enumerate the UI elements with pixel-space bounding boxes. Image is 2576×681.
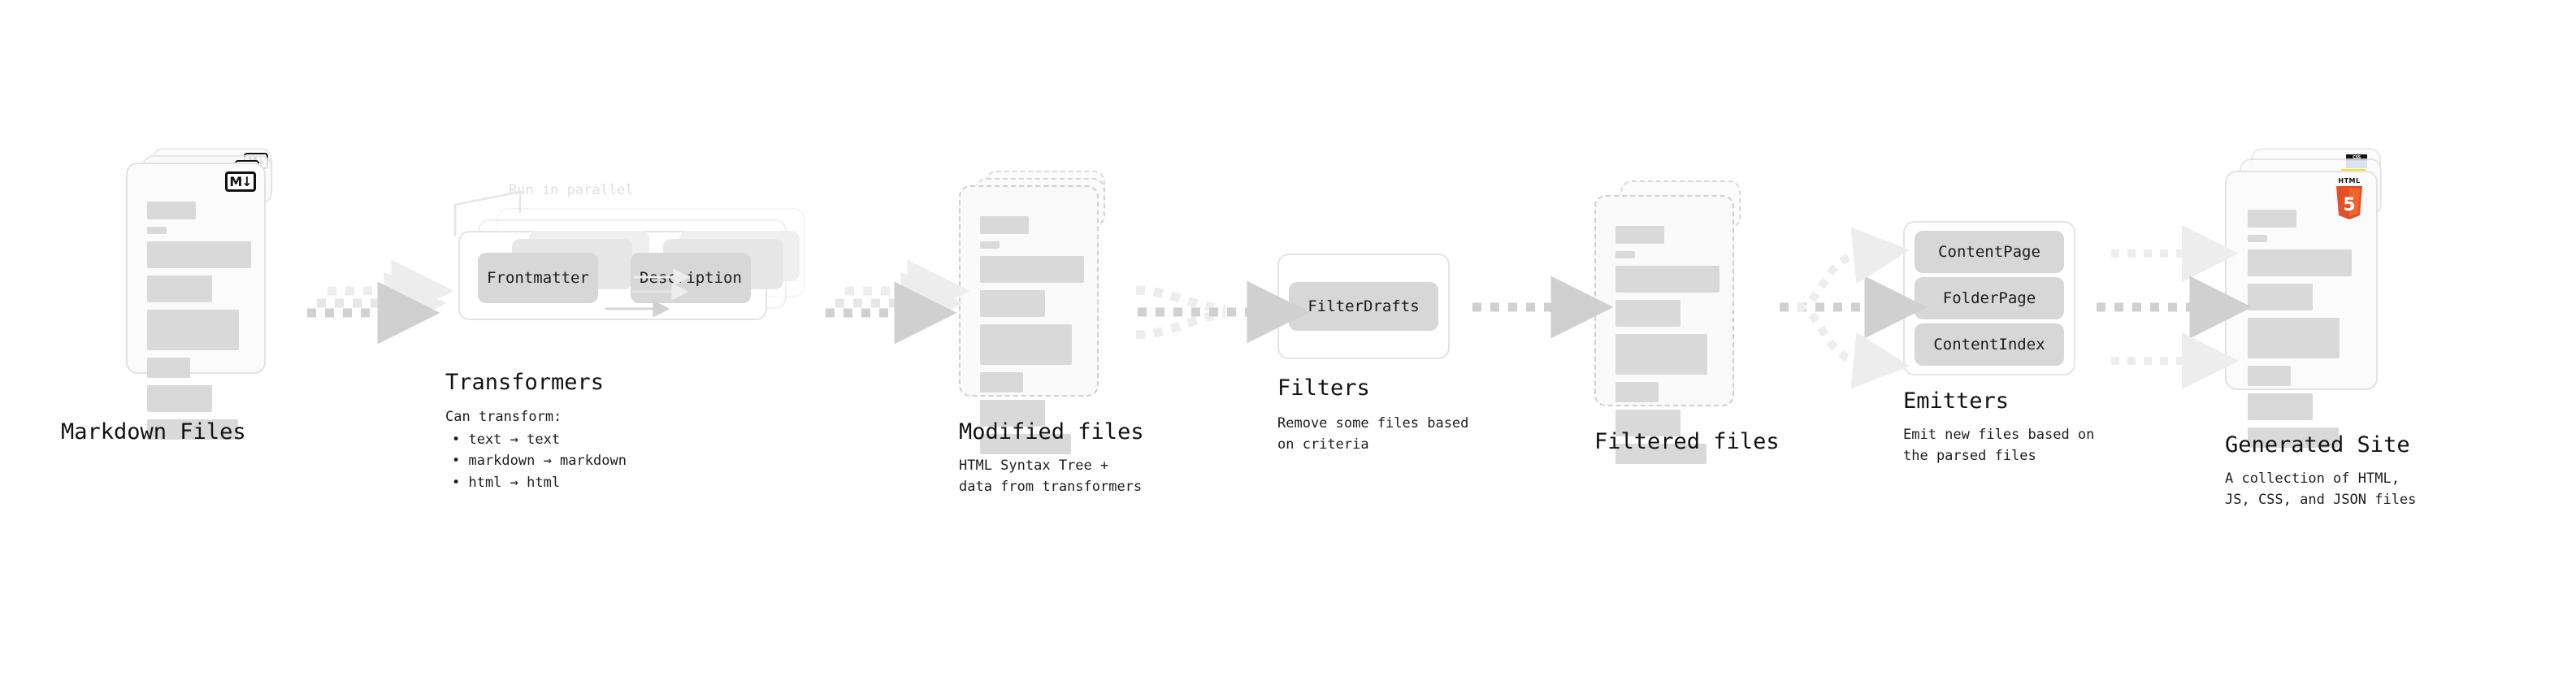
- file-content-bar: [147, 358, 190, 378]
- arrow-markdown-to-transformers: [307, 259, 454, 345]
- file-content-bar: [2248, 210, 2296, 228]
- emitter-chip-contentpage[interactable]: ContentPage: [1915, 231, 2064, 273]
- file-content-bar: [1615, 334, 1707, 375]
- file-content-bar: [147, 310, 239, 350]
- file-content-bar: [980, 256, 1084, 283]
- markdown-badge: M↓: [225, 171, 256, 192]
- file-content-bars: [147, 202, 251, 447]
- html5-shield-icon: 5: [2336, 186, 2362, 219]
- html5-badge-label: HTML: [2338, 177, 2361, 184]
- emitter-chip-contentindex[interactable]: ContentIndex: [1915, 323, 2064, 366]
- html5-badge: HTML 5: [2332, 177, 2366, 224]
- file-content-bar: [1615, 382, 1659, 402]
- file-content-bar: [980, 400, 1045, 427]
- arrow-filtered-files-to-emitters: [1780, 227, 1928, 389]
- css3-badge-label: CSS: [2346, 154, 2367, 161]
- file-content-bar: [2248, 249, 2352, 276]
- file-content-bar: [1615, 266, 1720, 293]
- stage-title-generated-site: Generated Site: [2225, 432, 2410, 458]
- stage-description-transformers: Can transform:: [445, 409, 562, 425]
- stage-title-emitters: Emitters: [1903, 388, 2010, 414]
- file-content-bar: [980, 216, 1029, 234]
- transformer-chip-description[interactable]: Description: [631, 253, 751, 303]
- file-content-bar: [147, 275, 212, 302]
- arrow-modified-files-to-filters: [1135, 280, 1310, 344]
- file-content-bars: [1615, 226, 1720, 471]
- svg-text:5: 5: [2343, 195, 2355, 215]
- emitter-chip-folderpage[interactable]: FolderPage: [1915, 277, 2064, 319]
- transformers-bullet: • html → html: [452, 474, 561, 491]
- markdown-file-sheet-front: M↓: [126, 163, 266, 440]
- file-content-bar: [147, 241, 251, 268]
- file-content-bar: [1615, 300, 1680, 327]
- transformers-bullet: • markdown → markdown: [452, 453, 627, 470]
- file-content-bar: [147, 419, 238, 440]
- file-content-bar: [2248, 393, 2313, 420]
- file-content-bar: [980, 290, 1045, 317]
- stage-description-modified-files: HTML Syntax Tree + data from transformer…: [959, 458, 1143, 496]
- stage-description-generated-site: A collection of HTML, JS, CSS, and JSON …: [2225, 471, 2417, 509]
- arrow-emitters-to-generated-site: [2097, 225, 2253, 389]
- file-content-bar: [1615, 226, 1664, 244]
- file-content-bar: [980, 372, 1023, 393]
- file-content-bar: [1615, 444, 1706, 464]
- file-content-bars: [980, 216, 1084, 462]
- filtered-file-sheet-front: [1594, 195, 1734, 464]
- stage-title-transformers: Transformers: [445, 370, 605, 395]
- file-content-bar: [2248, 427, 2339, 448]
- generated-site-stack: CSS HTML 5: [2225, 148, 2382, 448]
- file-content-bar: [1615, 251, 1635, 258]
- run-in-parallel-note: Run in parallel: [509, 182, 634, 198]
- transformer-chip-frontmatter[interactable]: Frontmatter: [478, 253, 598, 303]
- stage-title-filtered-files: Filtered files: [1594, 429, 1780, 454]
- stage-title-markdown-files: Markdown Files: [61, 419, 246, 445]
- arrow-transformers-to-modified-files: [826, 259, 970, 345]
- file-content-bars: [2248, 210, 2358, 455]
- file-content-bar: [2248, 284, 2313, 310]
- transformers-bullet-list: • text → text • markdown → markdown • ht…: [452, 429, 627, 493]
- stage-description-emitters: Emit new files based on the parsed files: [1903, 427, 2095, 465]
- transformers-bullet: • text → text: [452, 432, 561, 448]
- file-content-bar: [980, 324, 1072, 365]
- generated-file-sheet-front: HTML 5: [2225, 171, 2378, 448]
- file-content-bar: [980, 241, 1000, 249]
- file-content-bar: [2248, 235, 2267, 242]
- filter-chip-filterdrafts[interactable]: FilterDrafts: [1289, 282, 1438, 331]
- stage-title-modified-files: Modified files: [959, 419, 1144, 445]
- modified-file-sheet-front: [959, 185, 1099, 454]
- file-content-bar: [2248, 318, 2340, 358]
- file-content-bar: [2248, 366, 2291, 386]
- file-content-bar: [147, 385, 212, 412]
- file-content-bar: [147, 202, 196, 219]
- file-content-bar: [1615, 410, 1680, 436]
- stage-title-filters: Filters: [1277, 375, 1370, 401]
- file-content-bar: [147, 227, 167, 234]
- file-content-bar: [980, 434, 1071, 454]
- stage-description-filters: Remove some files based on criteria: [1277, 415, 1469, 453]
